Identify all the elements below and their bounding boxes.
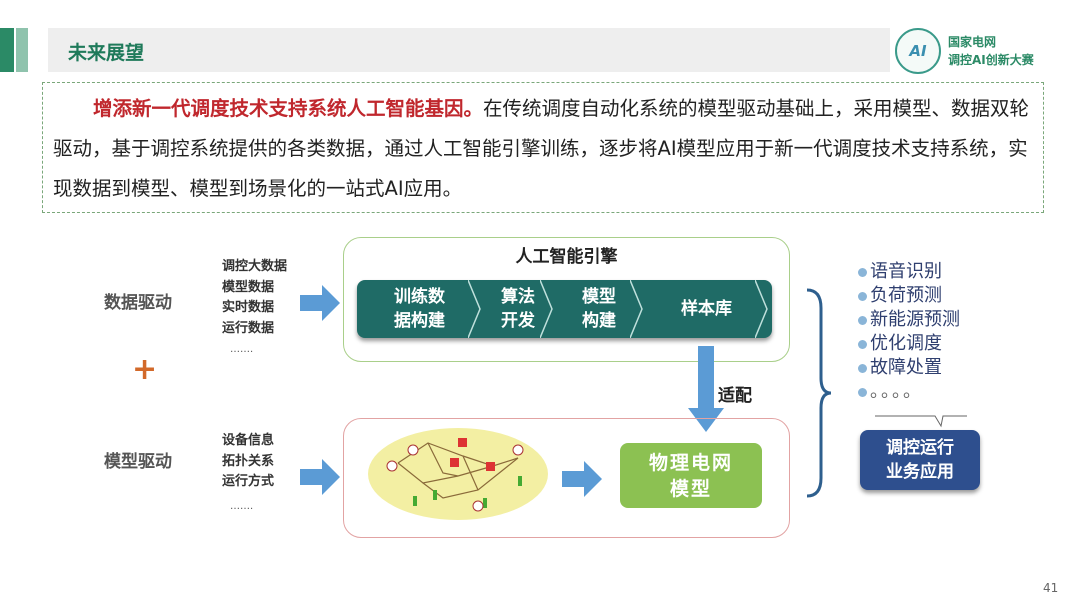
logo-text: 国家电网调控AI创新大赛 [948, 33, 1034, 69]
application-list: 语音识别 负荷预测 新能源预测 优化调度 故障处置 。。。。 [858, 260, 960, 404]
plus-icon: + [132, 352, 158, 387]
data-driven-label: 数据驱动 [104, 293, 172, 313]
arrow-right-icon [300, 459, 340, 495]
arrow-right-icon [300, 285, 340, 321]
header-accent-bar [0, 28, 14, 72]
data-driven-list: 调控大数据 模型数据 实时数据 运行数据 [222, 257, 287, 339]
chevron-icon [540, 280, 553, 338]
list-item: 模型数据 [222, 279, 275, 295]
list-item: 运行数据 [222, 320, 275, 336]
model-driven-list: 设备信息 拓扑关系 运行方式 [222, 431, 274, 493]
list-item: 故障处置 [858, 356, 960, 380]
chevron-icon [630, 280, 643, 338]
list-item: 优化调度 [858, 332, 960, 356]
list-item: 拓扑关系 [222, 453, 275, 469]
list-item: 新能源预测 [858, 308, 960, 332]
list-item: 负荷预测 [858, 284, 960, 308]
page-title: 未来展望 [68, 42, 145, 64]
grid-model-box [343, 418, 790, 538]
intro-body: 在传统调度自动化系统的模型驱动基础上，采用模型、数据双轮驱动，基于调控系统提供的… [53, 97, 1030, 200]
list-item: 设备信息 [222, 433, 275, 448]
arrow-down-icon [688, 346, 724, 432]
more-ellipsis: ……. [230, 344, 254, 355]
network-topology-icon [386, 438, 524, 512]
header-accent-bar-light [16, 28, 28, 72]
adapt-label: 适配 [718, 386, 752, 406]
list-item: 实时数据 [222, 300, 275, 315]
logo-line-2: 调控AI创新大赛 [948, 53, 1034, 67]
chevron-icon [468, 280, 481, 338]
step-model-build: 模型构建 [554, 280, 644, 338]
list-item: 语音识别 [858, 260, 960, 284]
step-sample-library: 样本库 [644, 280, 769, 338]
list-item: 调控大数据 [222, 259, 288, 274]
intro-box: 增添新一代调度技术支持系统人工智能基因。在传统调度自动化系统的模型驱动基础上，采… [42, 82, 1044, 213]
engine-steps-band: 训练数据构建 算法开发 模型构建 样本库 [357, 280, 772, 338]
business-application-box: 调控运行业务应用 [860, 430, 980, 490]
model-driven-label: 模型驱动 [104, 452, 172, 472]
list-item: 运行方式 [222, 474, 275, 489]
topology-illustration [368, 428, 548, 520]
list-item: 。。。。 [858, 380, 960, 404]
physical-grid-model: 物理电网模型 [620, 443, 762, 508]
callout-pointer [875, 415, 967, 428]
step-algorithm: 算法开发 [482, 280, 554, 338]
logo-line-1: 国家电网 [948, 35, 997, 49]
ai-engine-title: 人工智能引擎 [515, 247, 618, 267]
intro-highlight: 增添新一代调度技术支持系统人工智能基因。 [93, 97, 484, 120]
ai-engine-box [343, 237, 790, 362]
chevron-icon [755, 280, 768, 338]
step-training-data: 训练数据构建 [357, 280, 482, 338]
page-number: 41 [1043, 581, 1059, 595]
arrow-right-icon [562, 461, 602, 497]
brace-icon [806, 288, 832, 498]
more-ellipsis: ……. [230, 501, 254, 512]
header-bar [48, 28, 890, 72]
logo-mark: AI [909, 42, 927, 60]
logo-icon: AI [895, 28, 941, 74]
